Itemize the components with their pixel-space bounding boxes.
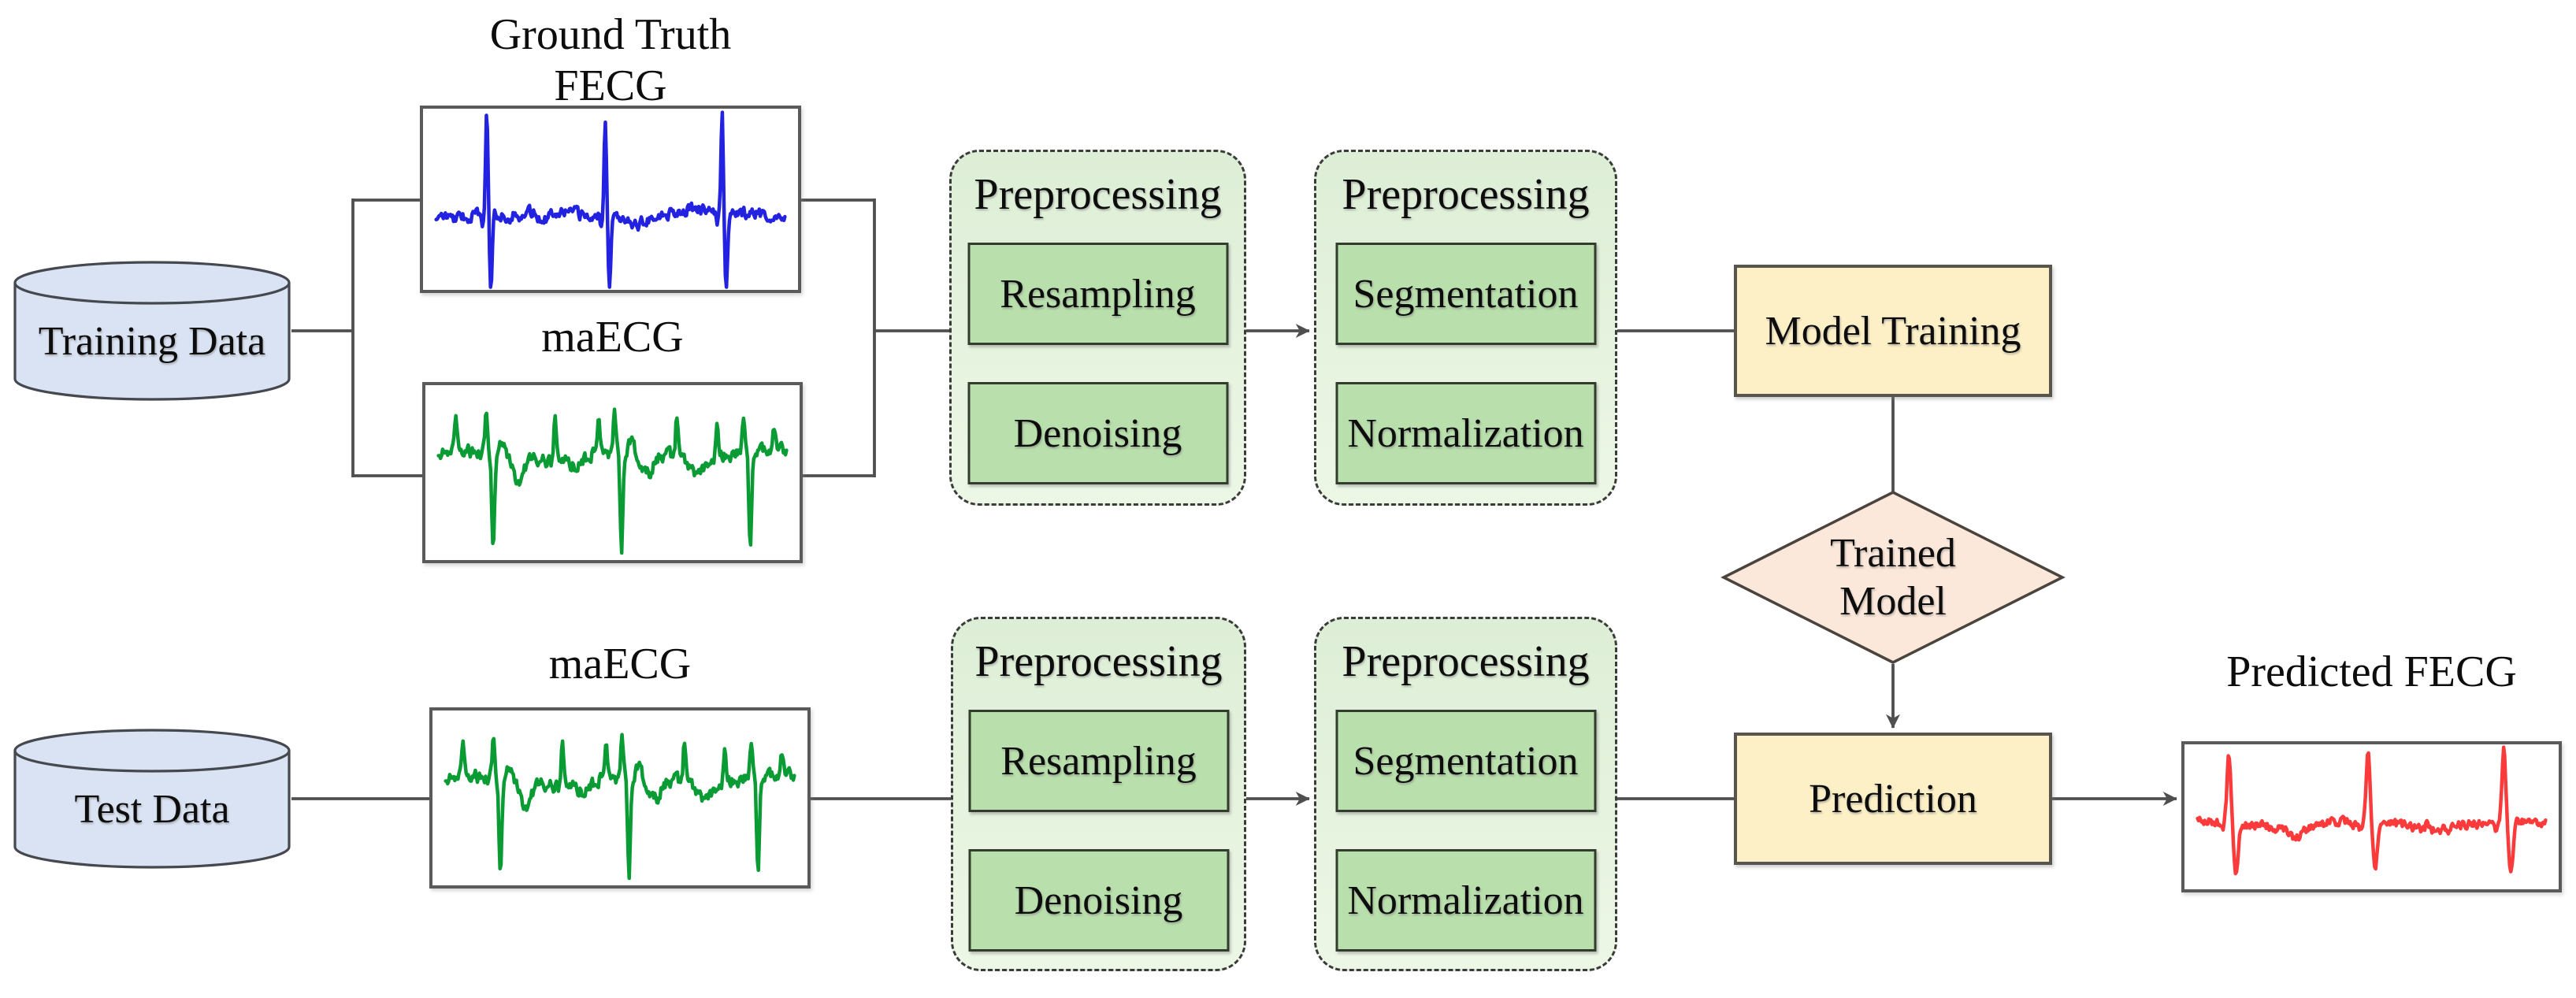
- trained-model-label: Trained Model: [1721, 491, 2065, 664]
- test-data-label: Test Data: [74, 786, 230, 832]
- resampling-step: Resampling: [967, 243, 1228, 345]
- model-training-box: Model Training: [1734, 265, 2052, 397]
- test-maecg-title: maECG: [548, 640, 692, 688]
- preprocessing-panel-train-2: Preprocessing Segmentation Normalization: [1314, 150, 1617, 506]
- segmentation-step: Segmentation: [1335, 710, 1596, 812]
- ground-truth-fecg-plot: [420, 106, 801, 293]
- maecg-waveform: [432, 710, 807, 885]
- panel-title: Preprocessing: [974, 170, 1222, 219]
- trained-line: Trained: [1830, 530, 1956, 576]
- fecg-waveform: [423, 109, 798, 290]
- preprocessing-panel-test-2: Preprocessing Segmentation Normalization: [1314, 617, 1617, 971]
- preprocessing-panel-test-1: Preprocessing Resampling Denoising: [951, 617, 1246, 971]
- test-maecg-plot: [429, 707, 811, 889]
- panel-title: Preprocessing: [1342, 170, 1590, 219]
- normalization-step: Normalization: [1335, 849, 1596, 952]
- training-data-label: Training Data: [38, 318, 266, 364]
- predicted-fecg-title: Predicted FECG: [2226, 647, 2517, 696]
- cylinder-shape: [13, 729, 291, 869]
- diamond-shape: [1720, 491, 2066, 664]
- model-line: Model: [1839, 579, 1947, 624]
- fecg-line: FECG: [554, 61, 667, 110]
- preprocessing-panel-train-1: Preprocessing Resampling Denoising: [949, 150, 1246, 506]
- segmentation-step: Segmentation: [1335, 243, 1596, 345]
- prediction-box: Prediction: [1734, 733, 2052, 865]
- denoising-step: Denoising: [968, 849, 1229, 952]
- maecg-waveform: [425, 385, 800, 560]
- predicted-fecg-plot: [2181, 741, 2562, 892]
- resampling-step: Resampling: [968, 710, 1229, 812]
- training-data-cylinder: Training Data: [13, 260, 291, 402]
- ground-truth-line: Ground Truth: [489, 10, 732, 59]
- panel-title: Preprocessing: [974, 637, 1223, 686]
- training-maecg-title: maECG: [541, 313, 684, 362]
- training-maecg-plot: [422, 382, 803, 563]
- ground-truth-fecg-title: Ground Truth FECG: [420, 9, 801, 112]
- cylinder-shape: [13, 261, 291, 401]
- panel-title: Preprocessing: [1342, 637, 1590, 686]
- normalization-step: Normalization: [1335, 382, 1596, 484]
- test-data-cylinder: Test Data: [13, 728, 291, 870]
- trained-model-diamond: Trained Model: [1720, 491, 2066, 664]
- predicted-fecg-waveform: [2184, 744, 2559, 889]
- denoising-step: Denoising: [967, 382, 1228, 484]
